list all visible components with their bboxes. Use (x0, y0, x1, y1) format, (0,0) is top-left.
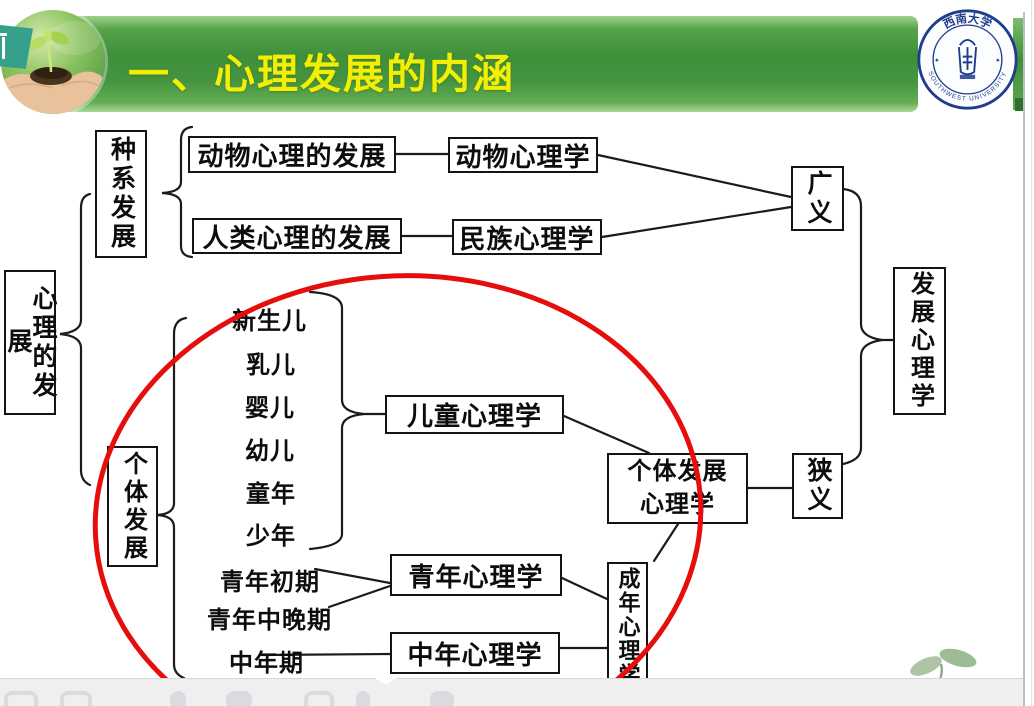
university-logo: 西南大学 SOUTHWEST UNIVERSITY ✦ ✦ (915, 7, 1020, 112)
node-individual-box: 个体发展 (107, 446, 158, 567)
node-ethnic-psy-box: 民族心理学 (452, 219, 602, 255)
node-child-psy-label: 儿童心理学 (406, 402, 542, 431)
taskbar-ghost-icon (304, 691, 334, 706)
footer-notch[interactable] (375, 678, 397, 685)
title-banner (8, 16, 918, 112)
logo-inner-ring (932, 24, 1003, 95)
node-ind-dev-psy-line1: 个体发展 (627, 459, 728, 486)
taskbar-ghost-icon (60, 691, 92, 706)
logo-emblem (957, 38, 978, 76)
node-root-box: 心理的发展 (4, 270, 56, 415)
node-animal-dev-label: 动物心理的发展 (197, 142, 387, 171)
connector-animalpsy-broad (596, 153, 793, 199)
stage-label-middle-age: 中年期 (229, 651, 304, 677)
connector-midyouth-youthpsy (327, 584, 392, 609)
node-dev-psy-box: 发展心理学 (893, 267, 946, 415)
node-human-dev-label: 人类心理的发展 (202, 223, 392, 253)
right-margin-strip (1025, 0, 1034, 706)
taskbar-ghost-icon (4, 691, 38, 706)
hands-plant-art (1, 10, 105, 114)
node-human-dev-box: 人类心理的发展 (192, 218, 402, 254)
footer-bar (0, 678, 1023, 706)
seedling-stem (47, 42, 53, 73)
slide-canvas: 心理的发展 种系发展 动物心理的发展 动物心理学 人类心理的发展 民族心理学 广… (0, 7, 1023, 678)
node-youth-psy-label: 青年心理学 (408, 562, 544, 592)
taskbar-ghost-icon (356, 691, 370, 706)
node-individual-label: 个体发展 (119, 450, 146, 563)
node-youth-psy-box: 青年心理学 (390, 554, 562, 596)
tab-glyph-mark (2, 37, 5, 59)
node-ind-dev-psy-line2: 心理学 (640, 491, 715, 518)
right-edge-divider (1023, 12, 1025, 706)
page-title: 一、心理发展的内涵 (128, 51, 515, 97)
brace-individual (156, 316, 188, 678)
connector-youthpsy-adultpsy (560, 576, 609, 601)
node-ethnic-psy-label: 民族心理学 (459, 224, 595, 254)
brace-ages-to-childpsy (308, 290, 365, 551)
node-broad-box: 广义 (791, 166, 844, 231)
node-narrow-box: 狭义 (792, 453, 843, 519)
svg-text:✦: ✦ (995, 56, 1001, 64)
banner-right-sliver (1013, 18, 1023, 110)
hands-plant-image (1, 10, 105, 114)
stage-label-infant: 乳儿 (246, 353, 296, 379)
node-root-label: 心理的发展 (4, 284, 56, 401)
stage-label-early-youth: 青年初期 (220, 570, 320, 596)
node-adult-psy-label: 成年心理学 (615, 567, 641, 678)
connector-ethnicpsy-broad (600, 205, 793, 239)
node-phylogeny-box: 种系发展 (95, 130, 147, 258)
node-child-psy-box: 儿童心理学 (385, 395, 564, 434)
node-middle-psy-label: 中年心理学 (407, 640, 543, 670)
stage-label-childhood: 童年 (246, 482, 296, 508)
hands-shape (1, 71, 105, 114)
svg-text:✦: ✦ (934, 56, 940, 64)
banner-sliver-tip (1015, 98, 1023, 111)
node-animal-psy-box: 动物心理学 (448, 137, 598, 173)
taskbar-ghost-icon (170, 691, 186, 706)
node-ind-dev-psy-box: 个体发展 心理学 (607, 453, 748, 524)
university-logo-art: 西南大学 SOUTHWEST UNIVERSITY ✦ ✦ (917, 9, 1018, 110)
node-narrow-label: 狭义 (804, 457, 831, 515)
node-phylogeny-label: 种系发展 (107, 136, 135, 252)
node-dev-psy-label: 发展心理学 (906, 271, 933, 411)
node-middle-psy-box: 中年心理学 (390, 632, 560, 674)
node-adult-psy-box: 成年心理学 (607, 562, 648, 678)
connector-earlyyouth-youthpsy (313, 567, 392, 585)
brace-root (59, 192, 92, 487)
stage-label-adolescent: 少年 (246, 524, 296, 550)
connector-childpsy-inddevpsy (562, 414, 651, 455)
node-broad-label: 广义 (804, 169, 831, 228)
stage-label-newborn: 新生儿 (232, 309, 307, 335)
taskbar-ghost-icon (226, 691, 252, 706)
node-animal-psy-label: 动物心理学 (455, 142, 591, 172)
taskbar-ghost-icon (430, 691, 454, 706)
right-edge-faint-line (1031, 0, 1032, 706)
tab-glyph-mark (0, 33, 7, 36)
stage-label-mid-late-youth: 青年中晚期 (207, 608, 332, 634)
brace-broad-narrow-to-devpsy (841, 187, 883, 466)
connector-inddevpsy-adultpsy (652, 522, 680, 563)
stage-label-baby: 婴儿 (245, 396, 295, 422)
stage-label-toddler: 幼儿 (245, 439, 295, 465)
node-animal-dev-box: 动物心理的发展 (188, 136, 396, 173)
